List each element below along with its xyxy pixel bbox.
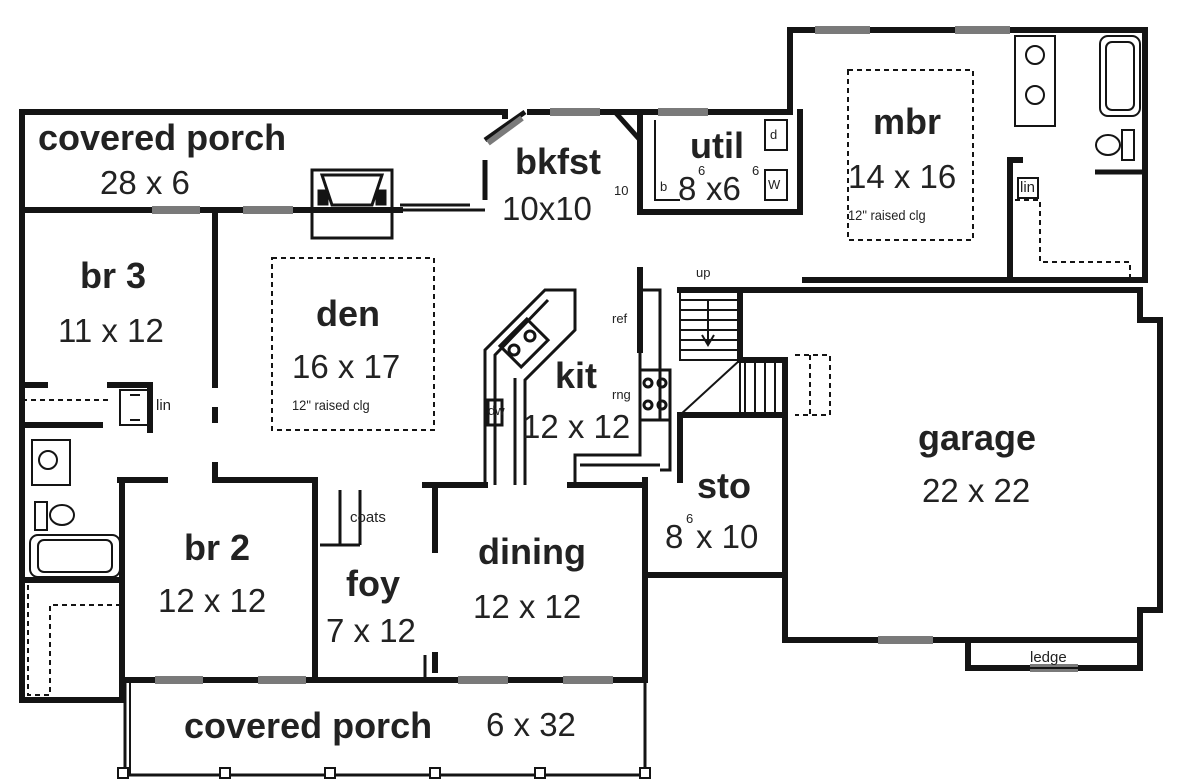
staircase — [679, 289, 776, 416]
mbr-name: mbr — [873, 101, 942, 142]
bkfst-dim-sup: 10 — [614, 183, 629, 198]
utility-fixtures — [654, 119, 788, 201]
kit-name: kit — [555, 355, 598, 396]
kit-dim: 12 x 12 — [522, 408, 631, 445]
br3-dim: 11 x 12 — [58, 312, 164, 349]
bay-window-glass — [486, 115, 524, 146]
back-door — [400, 203, 485, 212]
br2-name: br 2 — [184, 527, 251, 568]
master-bath-fixtures — [1014, 35, 1145, 280]
util-dim-x: x6 — [706, 170, 741, 207]
br2-dim: 12 x 12 — [158, 582, 267, 619]
back-porch-name: covered porch — [38, 117, 287, 158]
bkfst-name: bkfst — [515, 141, 602, 182]
foy-name: foy — [346, 563, 400, 604]
washer-label: W — [768, 177, 781, 192]
dryer-label: d — [770, 127, 778, 142]
front-door — [370, 655, 427, 682]
ref-label: ref — [612, 311, 628, 326]
ledge-label: ledge — [1030, 649, 1067, 666]
den-ceiling-note: 12" raised clg — [292, 397, 370, 413]
dw-label: dw — [488, 403, 505, 418]
util-dim-sup-a: 6 — [698, 163, 706, 178]
fireplace — [310, 168, 394, 240]
mbr-dim: 14 x 16 — [848, 158, 957, 195]
bench-label: b — [660, 179, 668, 194]
bay-window — [482, 109, 642, 200]
front-porch-dim: 6 x 32 — [486, 706, 576, 743]
kitchen-counters — [483, 288, 672, 485]
dining-dim: 12 x 12 — [473, 588, 582, 625]
dining-name: dining — [478, 531, 586, 572]
util-dim-a: 8 — [678, 170, 697, 207]
lin-master-label: lin — [1020, 179, 1036, 196]
front-porch-name: covered porch — [184, 705, 433, 746]
garage-name: garage — [918, 417, 1037, 458]
foy-dim: 7 x 12 — [326, 612, 416, 649]
sto-name: sto — [697, 465, 751, 506]
sto-dim-b: x 10 — [696, 518, 759, 555]
mbr-ceiling-note: 12" raised clg — [848, 207, 926, 223]
br3-name: br 3 — [80, 255, 147, 296]
stairs-up-label: up — [696, 265, 711, 280]
bkfst-dim: 10x10 — [502, 190, 592, 227]
sto-dim-a: 8 — [665, 518, 684, 555]
rng-label: rng — [612, 387, 631, 402]
back-porch-dim: 28 x 6 — [100, 164, 190, 201]
sto-dim-sup: 6 — [686, 511, 694, 526]
den-dim: 16 x 17 — [292, 348, 401, 385]
den-name: den — [316, 293, 381, 334]
util-name: util — [690, 125, 744, 166]
hall-bath-fixtures — [29, 389, 151, 578]
lin-hall-label: lin — [156, 397, 172, 414]
coat-closet — [320, 490, 362, 547]
garage-dim: 22 x 22 — [922, 472, 1031, 509]
raised-ceiling-outlines — [22, 69, 974, 696]
util-dim-sup-b: 6 — [752, 163, 760, 178]
coats-label: coats — [350, 509, 386, 526]
front-porch-outline — [117, 680, 651, 779]
